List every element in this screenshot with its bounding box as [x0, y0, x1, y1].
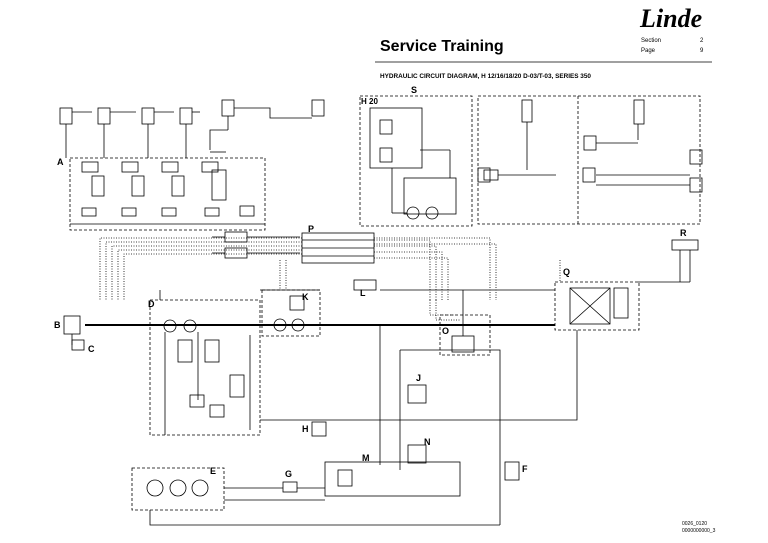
connector-r	[671, 239, 699, 282]
diagram-subtitle: HYDRAULIC CIRCUIT DIAGRAM, H 12/16/18/20…	[380, 73, 591, 80]
component-label-h: H	[302, 424, 309, 434]
component-label-j: J	[416, 373, 421, 383]
component-label-k: K	[302, 292, 309, 302]
valve-block-d	[149, 299, 261, 436]
component-b-c	[63, 315, 85, 351]
valve-block-q	[554, 281, 690, 331]
return-lines	[149, 400, 578, 526]
component-label-m: M	[362, 453, 370, 463]
component-label-g: G	[285, 469, 292, 479]
component-label-c: C	[88, 344, 95, 354]
doc-code-1: 0026_0120	[682, 521, 708, 527]
valve-o	[439, 290, 491, 356]
filter-l	[353, 279, 377, 291]
page-value: 9	[700, 48, 704, 54]
component-label-q: Q	[563, 267, 570, 277]
signal-wiring	[99, 237, 561, 321]
component-label-o: O	[442, 326, 449, 336]
tank-m	[324, 461, 461, 497]
section-label: Section	[641, 38, 662, 44]
auxiliary-valves	[212, 231, 300, 259]
electronic-module-p	[301, 232, 375, 264]
component-label-p: P	[308, 224, 314, 234]
pressure-lines	[85, 289, 578, 525]
label-h20: H 20	[361, 97, 378, 106]
page-title: Service Training	[380, 38, 504, 55]
component-label-r: R	[680, 228, 687, 238]
doc-code-2: 0000000000_3	[682, 528, 716, 534]
component-label-s: S	[411, 85, 417, 95]
component-label-d: D	[148, 299, 155, 309]
valve-block-k	[261, 289, 321, 337]
linde-logo: Linde	[640, 4, 703, 33]
component-label-n: N	[424, 437, 431, 447]
control-valve-block-a	[69, 151, 266, 231]
component-label-f: F	[522, 464, 528, 474]
steering-block-s	[359, 95, 473, 227]
component-label-l: L	[360, 288, 366, 298]
pump-block-e	[131, 467, 325, 511]
tilt-cylinders-right	[477, 95, 703, 225]
section-value: 2	[700, 38, 704, 44]
component-label-e: E	[210, 466, 216, 476]
lift-cylinders-left	[59, 99, 325, 158]
small-components	[282, 384, 520, 493]
component-label-b: B	[54, 320, 61, 330]
page-label: Page	[641, 48, 656, 54]
component-label-a: A	[57, 157, 64, 167]
